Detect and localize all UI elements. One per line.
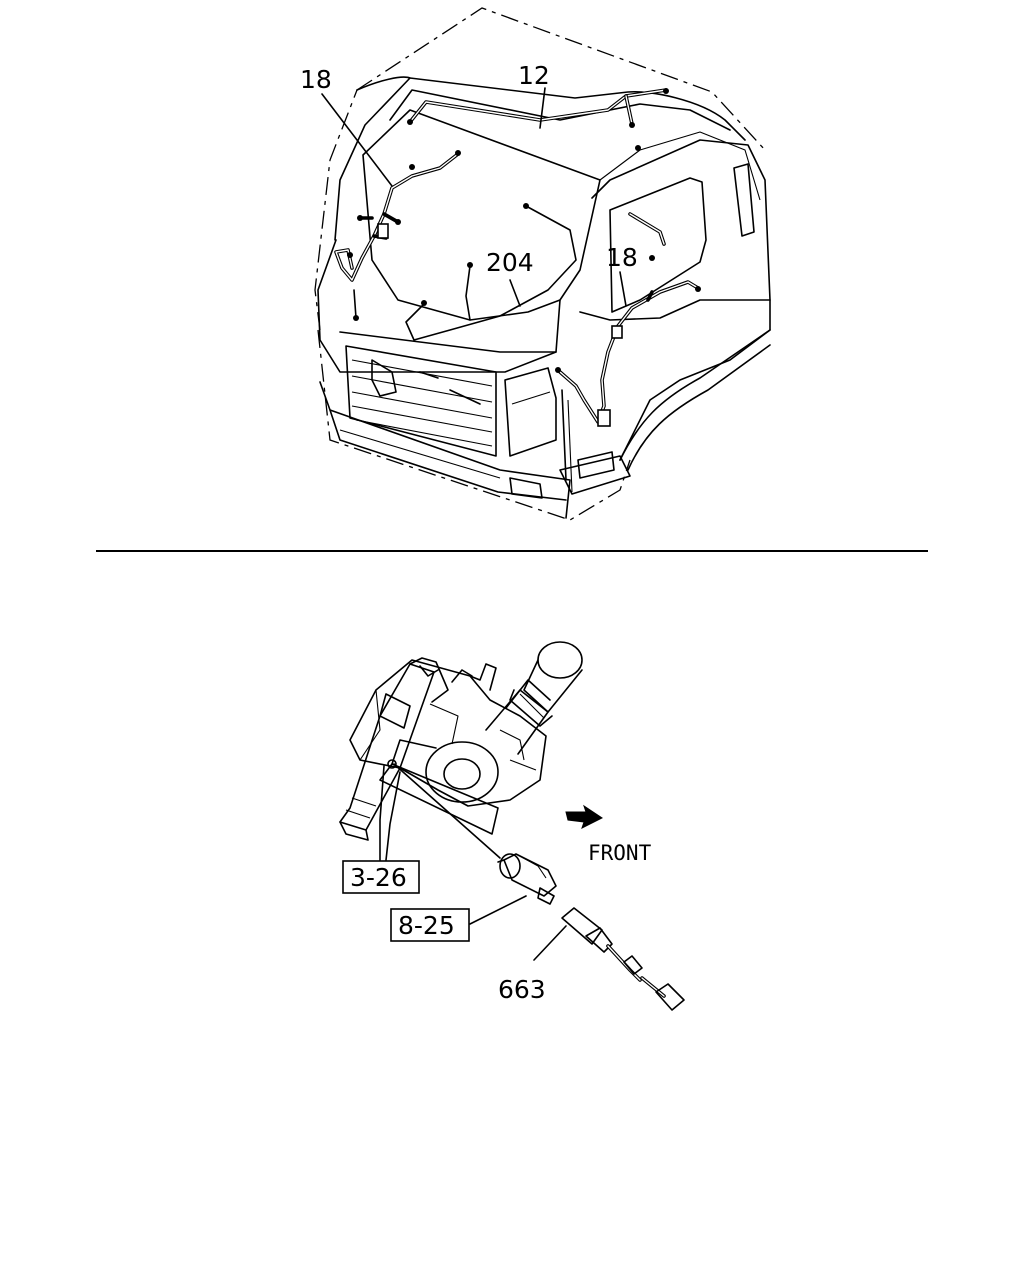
front-arrow-icon bbox=[565, 804, 603, 829]
front-direction-label: FRONT bbox=[588, 841, 652, 865]
ref-3-26-label: 3-26 bbox=[350, 863, 407, 892]
injection-pump-illustration bbox=[339, 641, 583, 841]
callout-663: 663 bbox=[498, 975, 546, 1004]
center-harness-204 bbox=[405, 203, 577, 341]
callout-204: 204 bbox=[486, 248, 534, 277]
connector-harness-663 bbox=[561, 907, 685, 1011]
left-pillar-harness-18 bbox=[334, 150, 461, 321]
ref-box-3-26: 3-26 bbox=[342, 860, 420, 894]
ref-box-8-25: 8-25 bbox=[390, 908, 470, 942]
callout-leaders-bottom bbox=[379, 759, 567, 961]
pressure-switch bbox=[497, 853, 557, 905]
callout-18-left: 18 bbox=[300, 65, 332, 94]
callout-leaders-top bbox=[321, 87, 627, 307]
front-grille bbox=[345, 345, 497, 457]
roof-harness-12 bbox=[407, 88, 669, 170]
callout-12: 12 bbox=[518, 61, 550, 90]
ref-8-25-label: 8-25 bbox=[398, 911, 455, 940]
right-door-harness-18 bbox=[555, 212, 701, 427]
callout-18-right: 18 bbox=[606, 243, 638, 272]
truck-cab-illustration bbox=[314, 7, 771, 521]
